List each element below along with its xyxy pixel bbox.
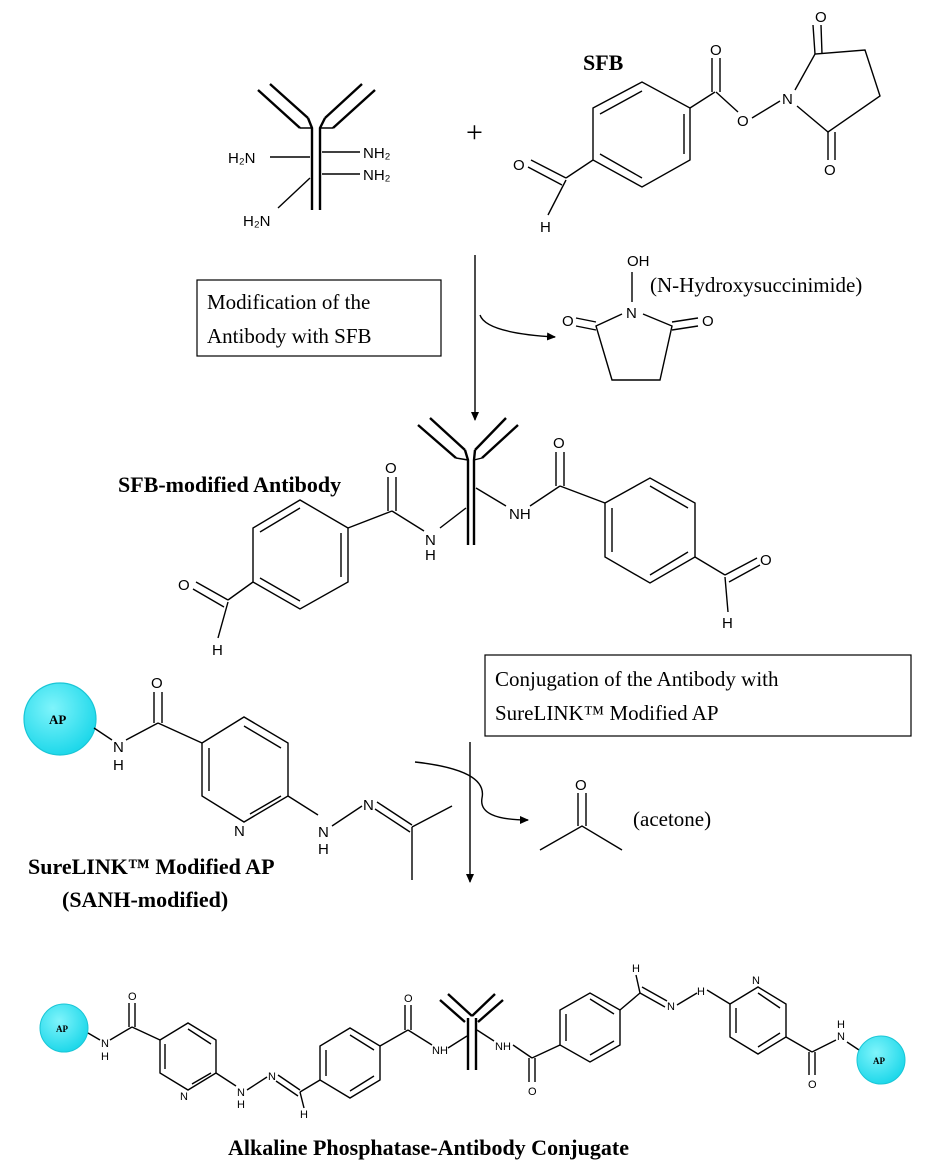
amine-label-3: NH₂ bbox=[363, 167, 391, 184]
final-pyridine-n-2: N bbox=[752, 975, 760, 987]
step2-text-1: Conjugation of the Antibody with bbox=[495, 667, 779, 691]
surelink-label-1: SureLINK™ Modified AP bbox=[28, 854, 275, 879]
nhs-label: (N-Hydroxysuccinimide) bbox=[650, 273, 862, 297]
right-aldehyde-h: H bbox=[722, 615, 733, 632]
ap-label-3: AP bbox=[873, 1056, 885, 1066]
final-nh-1-n: N bbox=[101, 1038, 109, 1050]
hydrazone-n1: N bbox=[318, 824, 329, 841]
sfb-imide-o1: O bbox=[815, 9, 827, 26]
ap-label-1: AP bbox=[49, 712, 66, 727]
amide-nh-left-h: H bbox=[425, 547, 436, 564]
final-hz-1-n: N bbox=[237, 1087, 245, 1099]
surelink-label-2: (SANH-modified) bbox=[62, 887, 228, 912]
amide-nh-left-n: N bbox=[425, 532, 436, 549]
amine-label-1: H₂N bbox=[228, 150, 256, 167]
final-nh-1-h: H bbox=[101, 1051, 109, 1063]
final-hz-2-n: N bbox=[667, 1001, 675, 1013]
sfb-molecule: SFB O O N O O O H bbox=[513, 9, 881, 236]
sfb-imide-o2: O bbox=[824, 162, 836, 179]
sfb-ester-o: O bbox=[737, 113, 749, 130]
amine-label-2: NH₂ bbox=[363, 145, 391, 162]
final-o-1: O bbox=[128, 991, 137, 1003]
final-nh-3: NH bbox=[495, 1041, 511, 1053]
step2-arrow bbox=[414, 742, 529, 883]
sfb-label: SFB bbox=[583, 50, 624, 75]
step1-text-1: Modification of the bbox=[207, 290, 370, 314]
final-pyridine-n-1: N bbox=[180, 1091, 188, 1103]
step1-box: Modification of the Antibody with SFB bbox=[196, 279, 442, 357]
final-hz-1-h: H bbox=[237, 1099, 245, 1111]
amide-nh-right-n: NH bbox=[509, 506, 531, 523]
ap-sphere-3 bbox=[856, 1035, 906, 1085]
ap-sphere-1 bbox=[23, 682, 97, 756]
hydrazone-n2: N bbox=[363, 797, 374, 814]
antibody-amine: H₂N NH₂ NH₂ H₂N bbox=[228, 83, 391, 230]
final-o-4: O bbox=[808, 1079, 817, 1091]
surelink-carbonyl-o: O bbox=[151, 675, 163, 692]
step2-box: Conjugation of the Antibody with SureLIN… bbox=[484, 654, 912, 737]
final-conjugate: AP N H O N N H N H O NH NH bbox=[39, 963, 906, 1121]
nhs-n: N bbox=[626, 305, 637, 322]
final-o-3: O bbox=[528, 1086, 537, 1098]
nhs-o1: O bbox=[562, 313, 574, 330]
step1-arrow bbox=[471, 255, 556, 421]
final-hz-1-n2: N bbox=[268, 1071, 276, 1083]
right-carbonyl-o: O bbox=[553, 435, 565, 452]
plus-sign: + bbox=[466, 116, 483, 149]
pyridine-n: N bbox=[234, 823, 245, 840]
sfb-modified-antibody: SFB-modified Antibody N H O O H NH O bbox=[118, 417, 772, 659]
final-label: Alkaline Phosphatase-Antibody Conjugate bbox=[228, 1135, 629, 1160]
final-nh-4-h: H bbox=[837, 1019, 845, 1031]
step1-text-2: Antibody with SFB bbox=[207, 324, 372, 348]
surelink-amide-h: H bbox=[113, 757, 124, 774]
amine-label-4: H₂N bbox=[243, 213, 271, 230]
acetone-label: (acetone) bbox=[633, 807, 711, 831]
acetone: O (acetone) bbox=[539, 777, 711, 851]
surelink-amide-n: N bbox=[113, 739, 124, 756]
final-nh-2: NH bbox=[432, 1045, 448, 1057]
left-carbonyl-o: O bbox=[385, 460, 397, 477]
sfb-aldehyde-o: O bbox=[513, 157, 525, 174]
ap-label-2: AP bbox=[56, 1024, 68, 1034]
right-aldehyde-o: O bbox=[760, 552, 772, 569]
final-nh-4-n: N bbox=[837, 1031, 845, 1043]
sfb-antibody-label: SFB-modified Antibody bbox=[118, 472, 341, 497]
hydrazone-h: H bbox=[318, 841, 329, 858]
final-h-2: H bbox=[632, 963, 640, 975]
surelink-ap: AP N H O N N H N SureLINK™ Modified AP (… bbox=[23, 675, 453, 912]
left-aldehyde-o: O bbox=[178, 577, 190, 594]
sfb-n: N bbox=[782, 91, 793, 108]
nhs-molecule: OH N O O (N-Hydroxysuccinimide) bbox=[562, 253, 862, 381]
step2-text-2: SureLINK™ Modified AP bbox=[495, 701, 719, 725]
sfb-carbonyl-o: O bbox=[710, 42, 722, 59]
final-o-2: O bbox=[404, 993, 413, 1005]
acetone-o: O bbox=[575, 777, 587, 794]
sfb-aldehyde-h: H bbox=[540, 219, 551, 236]
nhs-oh: OH bbox=[627, 253, 650, 270]
left-aldehyde-h: H bbox=[212, 642, 223, 659]
nhs-o2: O bbox=[702, 313, 714, 330]
ap-sphere-2 bbox=[39, 1003, 89, 1053]
final-h-1: H bbox=[300, 1109, 308, 1121]
final-hz-2-nh: H bbox=[697, 986, 705, 998]
